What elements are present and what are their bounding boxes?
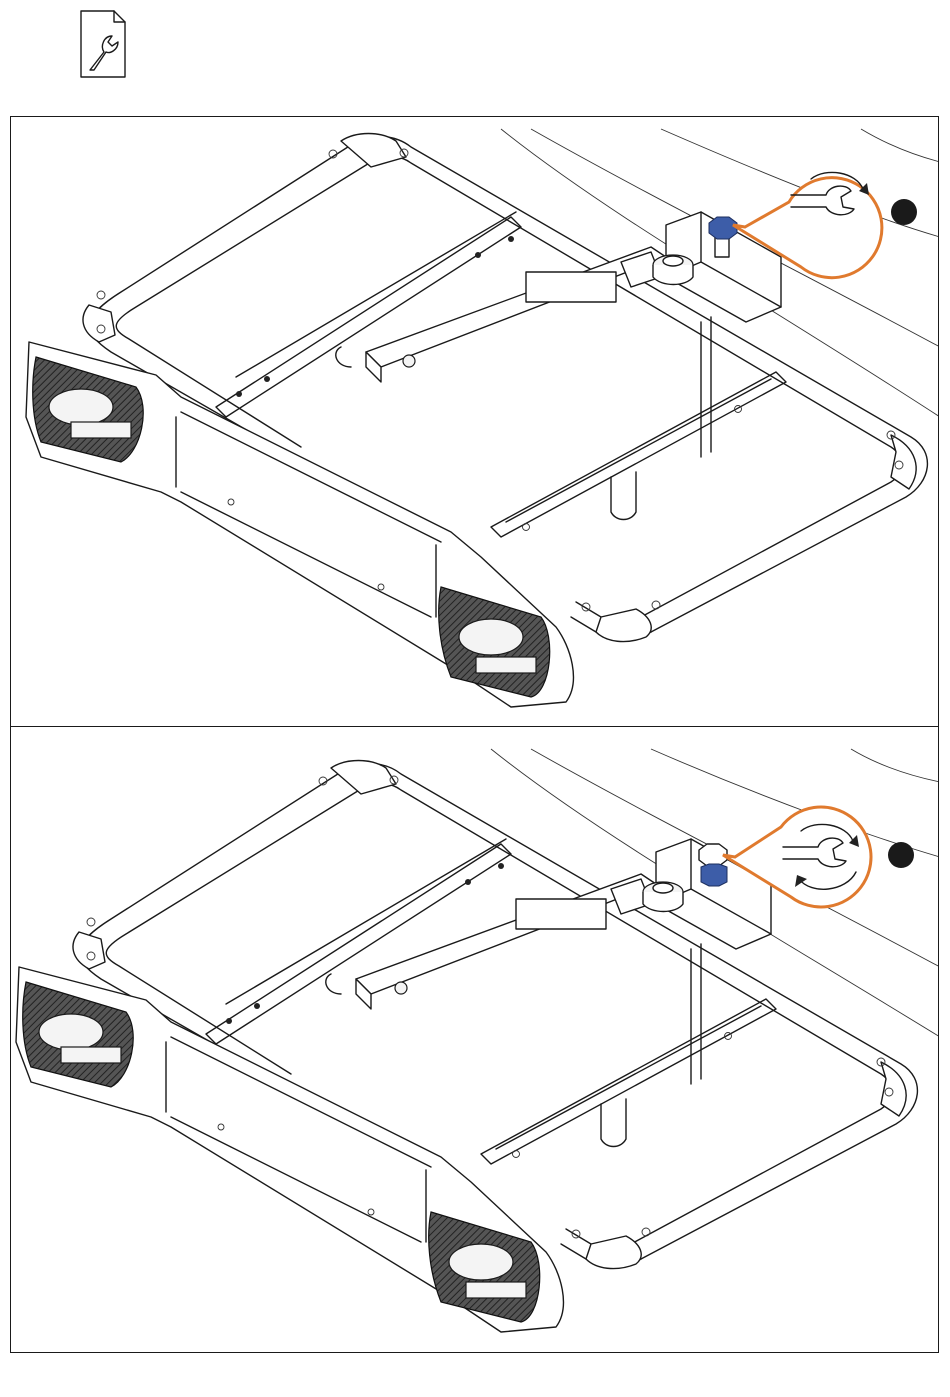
step-marker-dot [888,842,914,868]
blue-bolt-cap [709,217,737,239]
step-1-illustration [11,117,939,727]
step-2-panel [10,726,939,1353]
wrench-document-icon [80,10,126,78]
blue-hex-nut [701,864,727,886]
step-2-illustration [11,727,939,1353]
step-marker-dot [891,199,917,225]
step-1-panel [10,116,939,727]
